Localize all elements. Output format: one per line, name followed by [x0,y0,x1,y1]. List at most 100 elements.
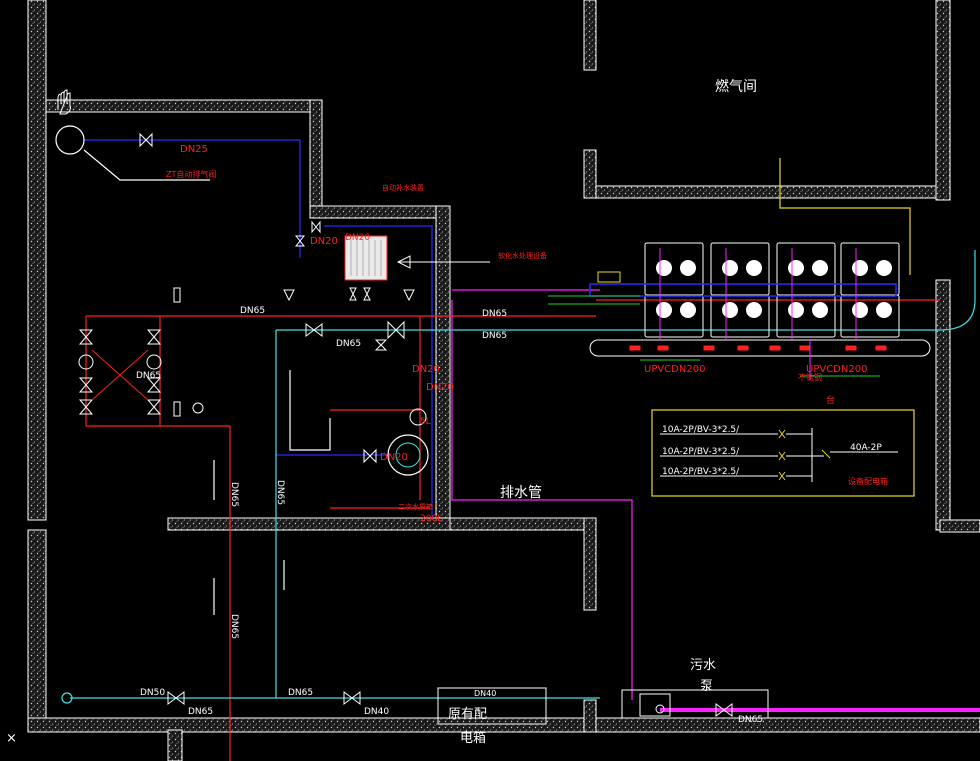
wall-bottom-post [167,729,183,761]
wall-mid-right [449,517,597,531]
pipe-white-loop [289,370,331,451]
wall-bottom-right [595,717,980,733]
label-dn65-hx: DN65 [136,371,161,381]
wall-gas-bottom [595,185,937,199]
label-main-breaker: 40A-2P [850,443,882,453]
label-upvc-left: UPVCDN200 [644,364,705,375]
pipe-blue-right [324,225,433,520]
wall-gas-left-lower [583,149,597,199]
wall-column-left [309,99,323,219]
boiler-unit [644,294,704,338]
valve-icon [374,339,388,351]
label-dn65-vert3: DN65 [275,480,285,505]
pump-inner-icon [395,442,421,468]
wall-bottom-left [27,717,611,733]
header-manifold [589,339,931,357]
sewage-pump-body [639,693,671,717]
label-breaker-1: 10A-2P/BV-3*2.5/ [662,425,740,435]
label-dn50: DN50 [140,688,165,698]
wall-mid-left [167,517,451,531]
valve-icon [387,320,405,340]
label-boiler-note-1: 不锈钢 [798,372,822,382]
label-tank-bottom-size: 200L [420,514,442,524]
expansion-tank-icon [55,125,85,155]
wall-mid-stub [583,517,597,611]
label-dn20-pump: DN20 [380,452,408,463]
label-tank-note: ZT自动排气阀 [166,169,216,179]
wall-right-stub [939,519,980,533]
label-orig-panel-2: 电箱 [460,730,486,746]
label-dn20-right2: DN20 [426,382,454,393]
wall-right-upper [935,0,951,201]
boiler-unit [840,294,900,338]
pump-circle-icon [387,434,429,476]
label-tank-bottom-note: 二次水质箱 [398,502,433,511]
label-dn20-right1: DN20 [412,364,440,375]
wall-right-mid [935,279,951,531]
label-dn65-sewage: DN65 [738,715,763,725]
label-dn65-mid2: DN65 [482,331,507,341]
arrow-left-icon [396,255,411,269]
label-upvc-right: UPVCDN200 [806,364,867,375]
valve-icon [343,691,361,705]
label-dn65-vert1: DN65 [229,482,239,507]
boiler-unit [776,294,836,338]
valve-icon [305,323,323,337]
boiler-units [589,242,931,357]
panel-wiring [660,428,898,482]
hand-cursor-icon [57,89,71,115]
green-lines [548,295,880,377]
valve-icon [715,703,733,717]
label-dn65-bottom-left: DN65 [188,707,213,717]
label-dn65-under: DN65 [336,339,361,349]
manifold-feet [629,345,887,351]
valve-icon [294,235,306,247]
pipe-magenta-drain [451,300,633,700]
gas-meter [597,271,621,283]
valve-icon [167,691,185,705]
breaker-marks [778,429,831,481]
label-dn65-mid1: DN65 [482,309,507,319]
bypass-group [78,287,204,417]
small-tank-icon [409,408,427,426]
pipes [70,139,980,761]
leader-tank [83,149,210,181]
inlet-icon [61,692,73,704]
boiler-unit [710,294,770,338]
valve-icon [139,132,153,148]
label-dn25: DN25 [180,144,208,155]
label-small-tank-size: 5L [420,417,431,427]
label-dn65-vert2: DN65 [229,614,239,639]
pipe-yellow-gas [779,158,911,275]
label-sewage-pump-1: 污水 [690,658,716,673]
label-arrow-note: 软化水处理设备 [498,251,547,260]
wall-gas-left [583,0,597,71]
wall-left-lower [27,529,47,731]
wall-bottom-stub [583,699,597,733]
walls [27,0,980,761]
label-dn40-box: DN40 [474,689,496,698]
label-drain-pipe: 排水管 [500,485,542,501]
label-dn20-box: DN20 [345,233,370,243]
label-boiler-note-2: 台 [826,394,835,406]
label-dn65-left: DN65 [240,306,265,316]
label-sewage-pump-2: 泵 [700,679,713,694]
sewage-pump-icon [655,704,665,714]
wall-step [309,205,451,219]
original-panel-box [437,687,547,725]
valve-icon [363,448,377,464]
electrical-panel-frame [651,409,915,497]
pipe-cyan-exit [939,250,976,331]
pipe-red-left-drop [86,425,231,761]
label-dn65-bottom-mid: DN65 [288,688,313,698]
label-dn40-bottom: DN40 [364,707,389,717]
magenta-risers [659,248,857,380]
close-icon[interactable]: × [6,731,17,746]
header-pipe-blue [589,283,897,297]
pipe-blue-top [84,139,301,235]
softener-box [283,235,415,302]
label-breaker-3: 10A-2P/BV-3*2.5/ [662,467,740,477]
label-orig-panel-1: 原有配 [448,707,487,722]
valves [139,132,733,717]
